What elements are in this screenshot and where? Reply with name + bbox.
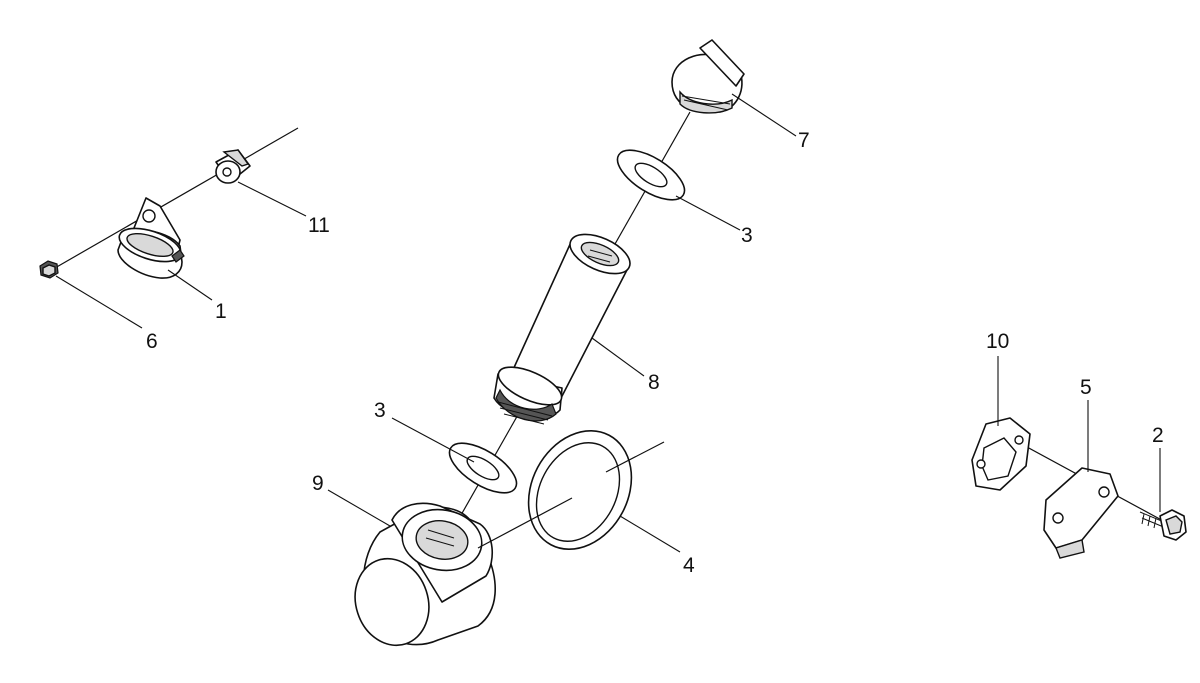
part-7-cap bbox=[671, 39, 745, 114]
label-2: 2 bbox=[1152, 424, 1164, 447]
part-8-tube bbox=[493, 233, 631, 425]
label-3a: 3 bbox=[741, 224, 753, 247]
label-1: 1 bbox=[215, 300, 227, 323]
left-assembly-axis bbox=[47, 127, 299, 273]
leader-9 bbox=[327, 489, 391, 527]
label-10: 10 bbox=[986, 330, 1009, 353]
label-11: 11 bbox=[308, 214, 330, 237]
part-5-plate bbox=[1043, 467, 1119, 559]
part-2-bolt bbox=[1139, 509, 1187, 541]
label-8: 8 bbox=[648, 371, 660, 394]
label-3b: 3 bbox=[374, 399, 386, 422]
label-6: 6 bbox=[146, 330, 158, 353]
leader-11 bbox=[237, 181, 307, 217]
part-6-nut bbox=[39, 260, 59, 279]
leader-4 bbox=[619, 515, 681, 553]
part-4-ring bbox=[527, 430, 665, 550]
leader-6 bbox=[55, 275, 143, 329]
label-9: 9 bbox=[312, 472, 324, 495]
part-9-elbow bbox=[354, 497, 573, 647]
label-5: 5 bbox=[1080, 376, 1092, 399]
part-3-washer-lower bbox=[448, 442, 518, 494]
leader-7 bbox=[731, 93, 797, 137]
part-1-clamp bbox=[117, 197, 185, 279]
part-10-gasket bbox=[971, 417, 1031, 491]
leader-8 bbox=[591, 337, 645, 377]
part-11-spacer bbox=[215, 149, 251, 184]
leader-3-upper bbox=[675, 195, 741, 231]
leader-1 bbox=[167, 269, 213, 301]
leader-3-lower bbox=[391, 417, 475, 463]
right-assembly bbox=[971, 356, 1187, 559]
label-4: 4 bbox=[683, 554, 695, 577]
part-3-washer-upper bbox=[616, 149, 686, 201]
center-assembly bbox=[327, 39, 797, 647]
left-assembly bbox=[39, 127, 307, 329]
callout-labels: 1 2 3 3 4 5 6 7 8 9 10 11 bbox=[146, 129, 1164, 577]
label-7: 7 bbox=[798, 129, 810, 152]
